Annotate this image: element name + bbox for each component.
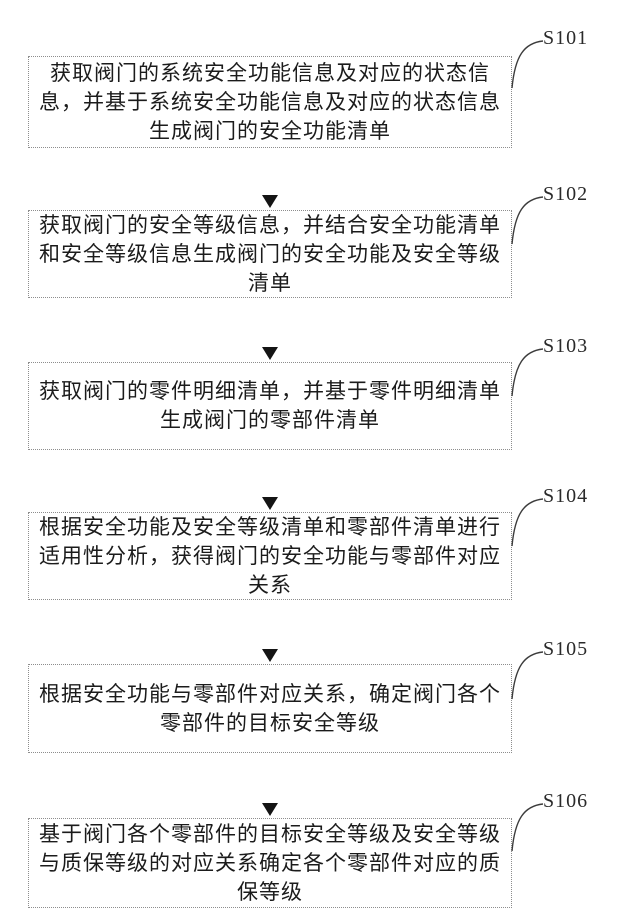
leader-line-icon <box>511 498 544 547</box>
flow-step-box-s105: 根据安全功能与零部件对应关系，确定阀门各个零部件的目标安全等级 <box>28 664 512 753</box>
down-arrow-icon <box>262 347 278 360</box>
flow-step-box-s103: 获取阀门的零件明细清单，并基于零件明细清单生成阀门的零部件清单 <box>28 362 512 450</box>
down-arrow-icon <box>262 649 278 662</box>
step-label-s102: S102 <box>543 183 589 205</box>
step-label-s101: S101 <box>543 27 589 49</box>
step-text: 获取阀门的系统安全功能信息及对应的状态信息，并基于系统安全功能信息及对应的状态信… <box>39 60 501 143</box>
leader-line-icon <box>511 803 544 852</box>
step-text: 根据安全功能及安全等级清单和零部件清单进行适用性分析，获得阀门的安全功能与零部件… <box>39 514 501 597</box>
down-arrow-icon <box>262 195 278 208</box>
down-arrow-icon <box>262 803 278 816</box>
step-label-s105: S105 <box>543 638 589 660</box>
step-text: 获取阀门的安全等级信息，并结合安全功能清单和安全等级信息生成阀门的安全功能及安全… <box>39 212 501 295</box>
flow-step-box-s106: 基于阀门各个零部件的目标安全等级及安全等级与质保等级的对应关系确定各个零部件对应… <box>28 818 512 908</box>
step-label-s106: S106 <box>543 790 589 812</box>
down-arrow-icon <box>262 497 278 510</box>
flow-step-box-s104: 根据安全功能及安全等级清单和零部件清单进行适用性分析，获得阀门的安全功能与零部件… <box>28 512 512 600</box>
flow-step-box-s101: 获取阀门的系统安全功能信息及对应的状态信息，并基于系统安全功能信息及对应的状态信… <box>28 56 512 148</box>
step-label-s104: S104 <box>543 485 589 507</box>
leader-line-icon <box>511 651 544 700</box>
leader-line-icon <box>511 196 544 245</box>
step-label-s103: S103 <box>543 335 589 357</box>
leader-line-icon <box>511 348 544 397</box>
step-text: 基于阀门各个零部件的目标安全等级及安全等级与质保等级的对应关系确定各个零部件对应… <box>39 821 501 904</box>
flow-step-box-s102: 获取阀门的安全等级信息，并结合安全功能清单和安全等级信息生成阀门的安全功能及安全… <box>28 210 512 298</box>
leader-line-icon <box>511 40 544 89</box>
step-text: 根据安全功能与零部件对应关系，确定阀门各个零部件的目标安全等级 <box>39 681 501 735</box>
step-text: 获取阀门的零件明细清单，并基于零件明细清单生成阀门的零部件清单 <box>39 379 501 432</box>
